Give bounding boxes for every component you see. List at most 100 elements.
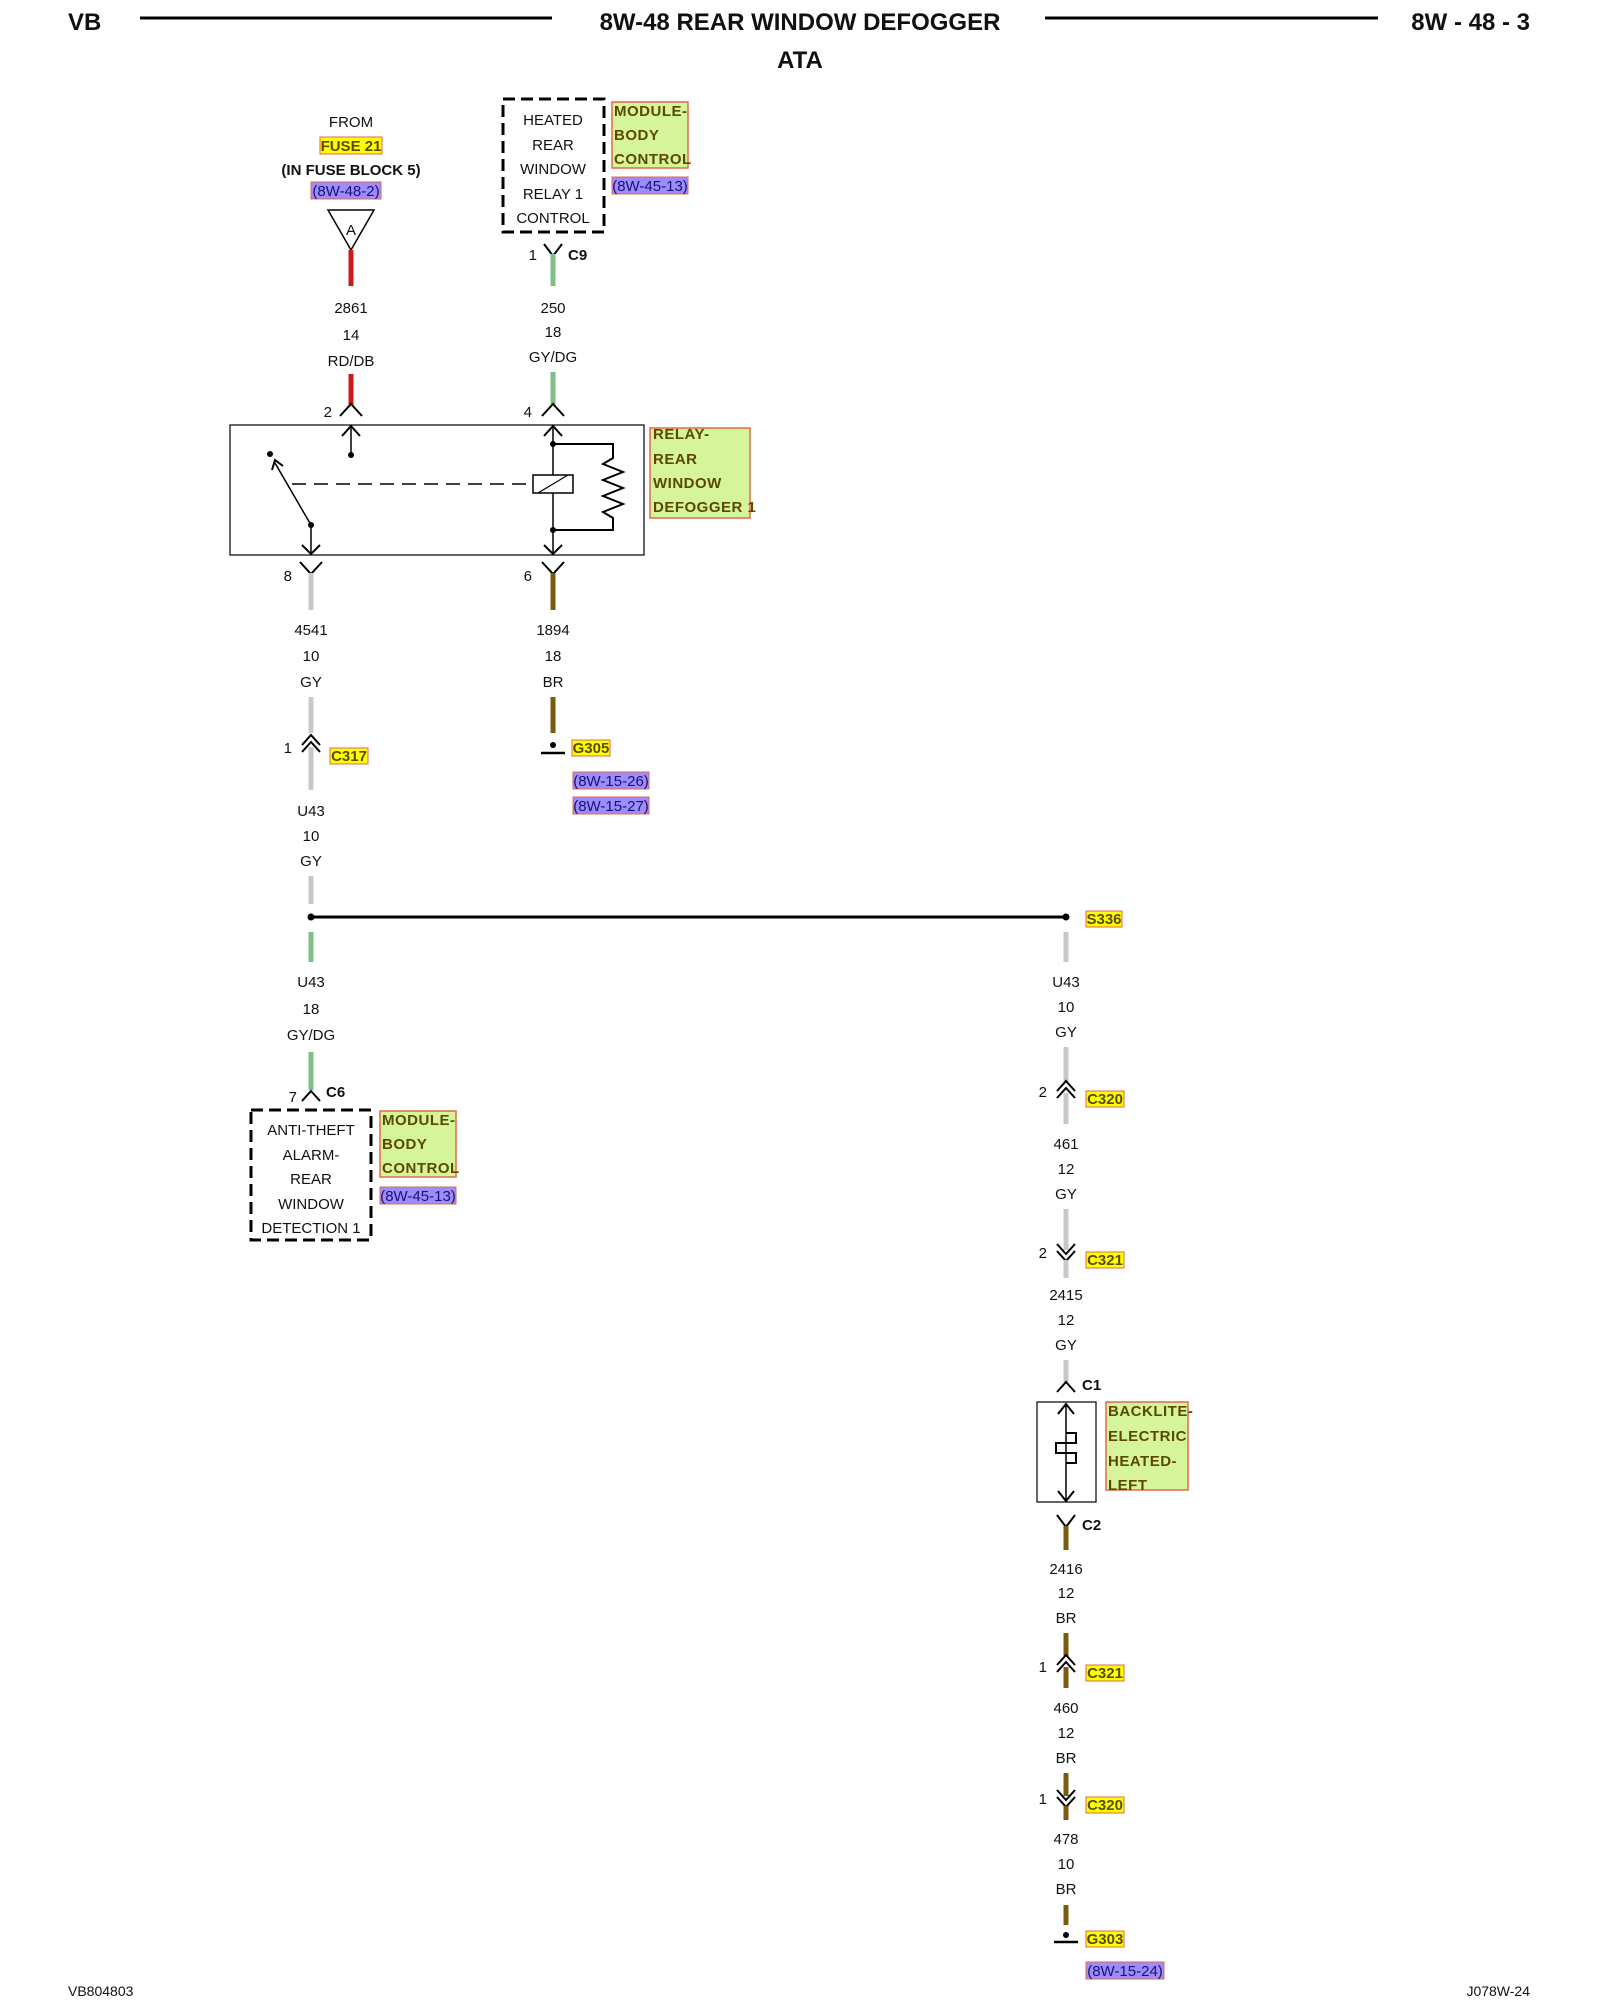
g303-tag[interactable]: G303	[1085, 1930, 1125, 1948]
c320-bot-tag[interactable]: C320	[1085, 1796, 1125, 1814]
wire-460-circuit: 460	[1053, 1700, 1078, 1717]
g303-ref-label: (8W-15-24)	[1087, 1963, 1163, 1980]
antitheft-module-label[interactable]: MODULE- BODY CONTROL	[379, 1110, 460, 1178]
antitheft-module: ANTI-THEFT ALARM- REAR WINDOW DETECTION …	[249, 1108, 373, 1242]
wire-2416-circuit: 2416	[1049, 1561, 1082, 1578]
antitheft-line-5: DETECTION 1	[261, 1220, 360, 1237]
relay-box	[229, 424, 645, 556]
bcm-top-ref-label: (8W-45-13)	[612, 178, 688, 195]
wire-461-color: GY	[1055, 1186, 1077, 1203]
wire-u43a-gauge: 10	[303, 828, 320, 845]
s336-tag[interactable]: S336	[1085, 910, 1123, 928]
wire-u43a-circuit: U43	[297, 803, 325, 820]
wire-2861-gauge: 14	[343, 327, 360, 344]
backlite-arrow-bottom	[1057, 1490, 1075, 1503]
g305-tag[interactable]: G305	[571, 739, 611, 757]
fuse-ref[interactable]: (8W-48-2)	[310, 181, 382, 200]
wire-2861-circuit: 2861	[334, 300, 367, 317]
backlite-grid	[1055, 1432, 1077, 1464]
c6-connector-name: C6	[326, 1084, 345, 1101]
bcm-line-2: REAR	[532, 137, 574, 154]
wire-478-color: BR	[1056, 1881, 1077, 1898]
relay-name-l4: DEFOGGER 1	[653, 499, 756, 516]
relay-name-l2: REAR	[653, 451, 698, 468]
fuse-terminal-triangle	[326, 209, 376, 252]
footer-left: VB804803	[68, 1983, 134, 1999]
relay-pin8: 8	[284, 568, 292, 585]
fuse-tag[interactable]: FUSE 21	[319, 136, 383, 155]
c321-top-name: C321	[1087, 1252, 1123, 1269]
backlite-c2-connector	[1056, 1514, 1076, 1529]
c6-pin: 7	[289, 1089, 297, 1106]
bcm-top-module-label[interactable]: MODULE- BODY CONTROL	[611, 101, 692, 169]
wire-250-color: GY/DG	[529, 349, 577, 366]
c321-bot-female	[1056, 1660, 1076, 1673]
wire-461-circuit: 461	[1053, 1136, 1078, 1153]
c9-pin: 1	[529, 247, 537, 264]
wire-478-gauge: 10	[1058, 1856, 1075, 1873]
relay-pin8-connector	[299, 561, 323, 576]
backlite-arrow-top	[1057, 1402, 1075, 1415]
page-title: 8W-48 REAR WINDOW DEFOGGER	[600, 9, 1001, 36]
g305-name: G305	[573, 740, 610, 757]
g305-symbol-dot	[550, 742, 556, 748]
wire-2861-color: RD/DB	[328, 353, 375, 370]
c321-top-tag[interactable]: C321	[1085, 1251, 1125, 1269]
bcm-line-5: CONTROL	[516, 210, 589, 227]
g305-ref-2[interactable]: (8W-15-27)	[572, 796, 650, 815]
g303-ref[interactable]: (8W-15-24)	[1085, 1961, 1165, 1980]
c321-bot-tag[interactable]: C321	[1085, 1664, 1125, 1682]
c9-connector-name: C9	[568, 247, 587, 264]
header-left: VB	[68, 9, 101, 36]
backlite-name-l3: HEATED-	[1108, 1453, 1177, 1470]
antitheft-line-3: REAR	[290, 1171, 332, 1188]
backlite-name-l2: ELECTRIC	[1108, 1428, 1187, 1445]
relay-pin6-connector	[541, 561, 565, 576]
backlite-c2: C2	[1082, 1517, 1101, 1534]
relay-coil-slash	[537, 474, 569, 494]
fuse-ref-label: (8W-48-2)	[312, 183, 379, 200]
c320-top-name: C320	[1087, 1091, 1123, 1108]
wire-250-circuit: 250	[540, 300, 565, 317]
c321-top-pin: 2	[1039, 1245, 1047, 1262]
relay-pin4-arrow	[543, 424, 563, 437]
c317-female	[301, 740, 321, 753]
c6-connector-symbol	[301, 1089, 321, 1102]
wire-1894-circuit: 1894	[536, 622, 569, 639]
c320-bot-pin: 1	[1039, 1791, 1047, 1808]
c317-tag[interactable]: C317	[329, 747, 369, 765]
backlite-name-label[interactable]: BACKLITE- ELECTRIC HEATED- LEFT	[1105, 1401, 1193, 1494]
relay-pin8-arrow	[301, 544, 321, 556]
c321-top-female	[1056, 1243, 1076, 1256]
c317-male	[301, 733, 321, 746]
relay-pin6-arrow	[543, 544, 563, 556]
bcm-line-4: RELAY 1	[523, 186, 583, 203]
wire-4541-color: GY	[300, 674, 322, 691]
c320-bot-female	[1056, 1789, 1076, 1802]
wire-2415-circuit: 2415	[1049, 1287, 1082, 1304]
relay-name-label[interactable]: RELAY- REAR WINDOW DEFOGGER 1	[649, 426, 756, 519]
c320-bot-name: C320	[1087, 1797, 1123, 1814]
antitheft-line-4: WINDOW	[278, 1196, 345, 1213]
splice-node-right	[1062, 913, 1070, 921]
bcm-relay-control: HEATED REAR WINDOW RELAY 1 CONTROL	[501, 97, 606, 234]
wire-1894-gauge: 18	[545, 648, 562, 665]
wire-2415-gauge: 12	[1058, 1312, 1075, 1329]
c320-top-tag[interactable]: C320	[1085, 1090, 1125, 1108]
antitheft-module-l1: MODULE-	[382, 1112, 456, 1129]
wire-4541-circuit: 4541	[294, 622, 327, 639]
antitheft-ref[interactable]: (8W-45-13)	[379, 1186, 457, 1205]
wire-u43b-circuit: U43	[297, 974, 325, 991]
fuse-source: FROM FUSE 21 (IN FUSE BLOCK 5) (8W-48-2)…	[281, 114, 421, 252]
g305-ref-1-label: (8W-15-26)	[573, 773, 649, 790]
relay-switch-arm	[274, 462, 312, 526]
bcm-top-ref[interactable]: (8W-45-13)	[611, 176, 689, 195]
wire-u43b-color: GY/DG	[287, 1027, 335, 1044]
relay-pin4-connector	[541, 402, 565, 417]
c317-name: C317	[331, 748, 367, 765]
backlite-element	[1036, 1401, 1097, 1503]
c320-top-pin: 2	[1039, 1084, 1047, 1101]
c317-pin: 1	[284, 740, 292, 757]
g305-ref-1[interactable]: (8W-15-26)	[572, 771, 650, 790]
